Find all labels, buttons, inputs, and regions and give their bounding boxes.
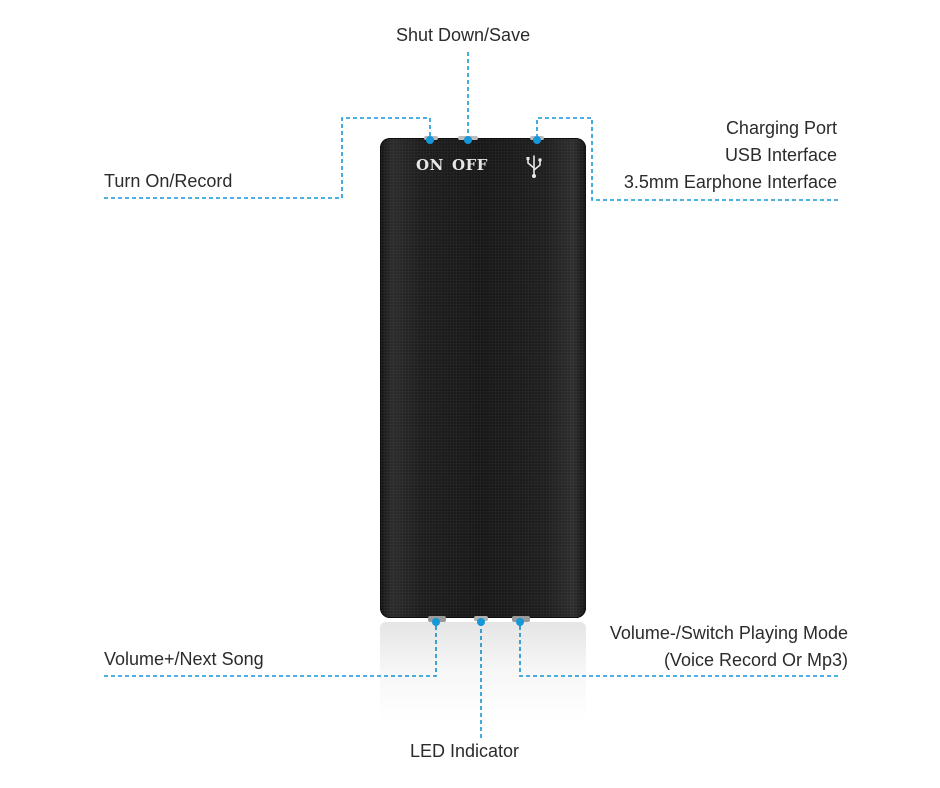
label-volume-plus: Volume+/Next Song — [104, 649, 264, 669]
switch-off-label: OFF — [452, 156, 488, 174]
leader-volume-minus — [519, 622, 838, 677]
pointer-dot-turn-on — [426, 136, 434, 144]
pointer-dot-led — [477, 618, 485, 626]
pointer-dot-charging — [533, 136, 541, 144]
label-usb-interface: USB Interface — [724, 145, 837, 165]
label-group-charging: Charging Port USB Interface 3.5mm Earpho… — [577, 115, 837, 196]
switch-on-label: ON — [416, 156, 444, 174]
pointer-dot-shut-down — [464, 136, 472, 144]
label-group-volume-minus: Volume-/Switch Playing Mode (Voice Recor… — [548, 620, 848, 674]
label-voice-record-or-mp3: (Voice Record Or Mp3) — [663, 650, 848, 670]
label-shut-down-save: Shut Down/Save — [396, 25, 531, 45]
usb-icon — [526, 155, 542, 178]
label-turn-on-record: Turn On/Record — [104, 171, 233, 191]
device-reflection — [380, 622, 586, 722]
leader-charging-port — [536, 117, 838, 201]
pointer-dot-volume-plus — [432, 618, 440, 626]
leader-volume-plus — [104, 622, 437, 677]
label-earphone-interface: 3.5mm Earphone Interface — [623, 172, 837, 192]
leader-turn-on — [104, 117, 431, 199]
label-led-indicator: LED Indicator — [410, 741, 520, 761]
voice-recorder-device — [380, 138, 586, 618]
label-charging-port: Charging Port — [725, 118, 837, 138]
label-volume-minus: Volume-/Switch Playing Mode — [609, 623, 848, 643]
pointer-dot-volume-minus — [516, 618, 524, 626]
